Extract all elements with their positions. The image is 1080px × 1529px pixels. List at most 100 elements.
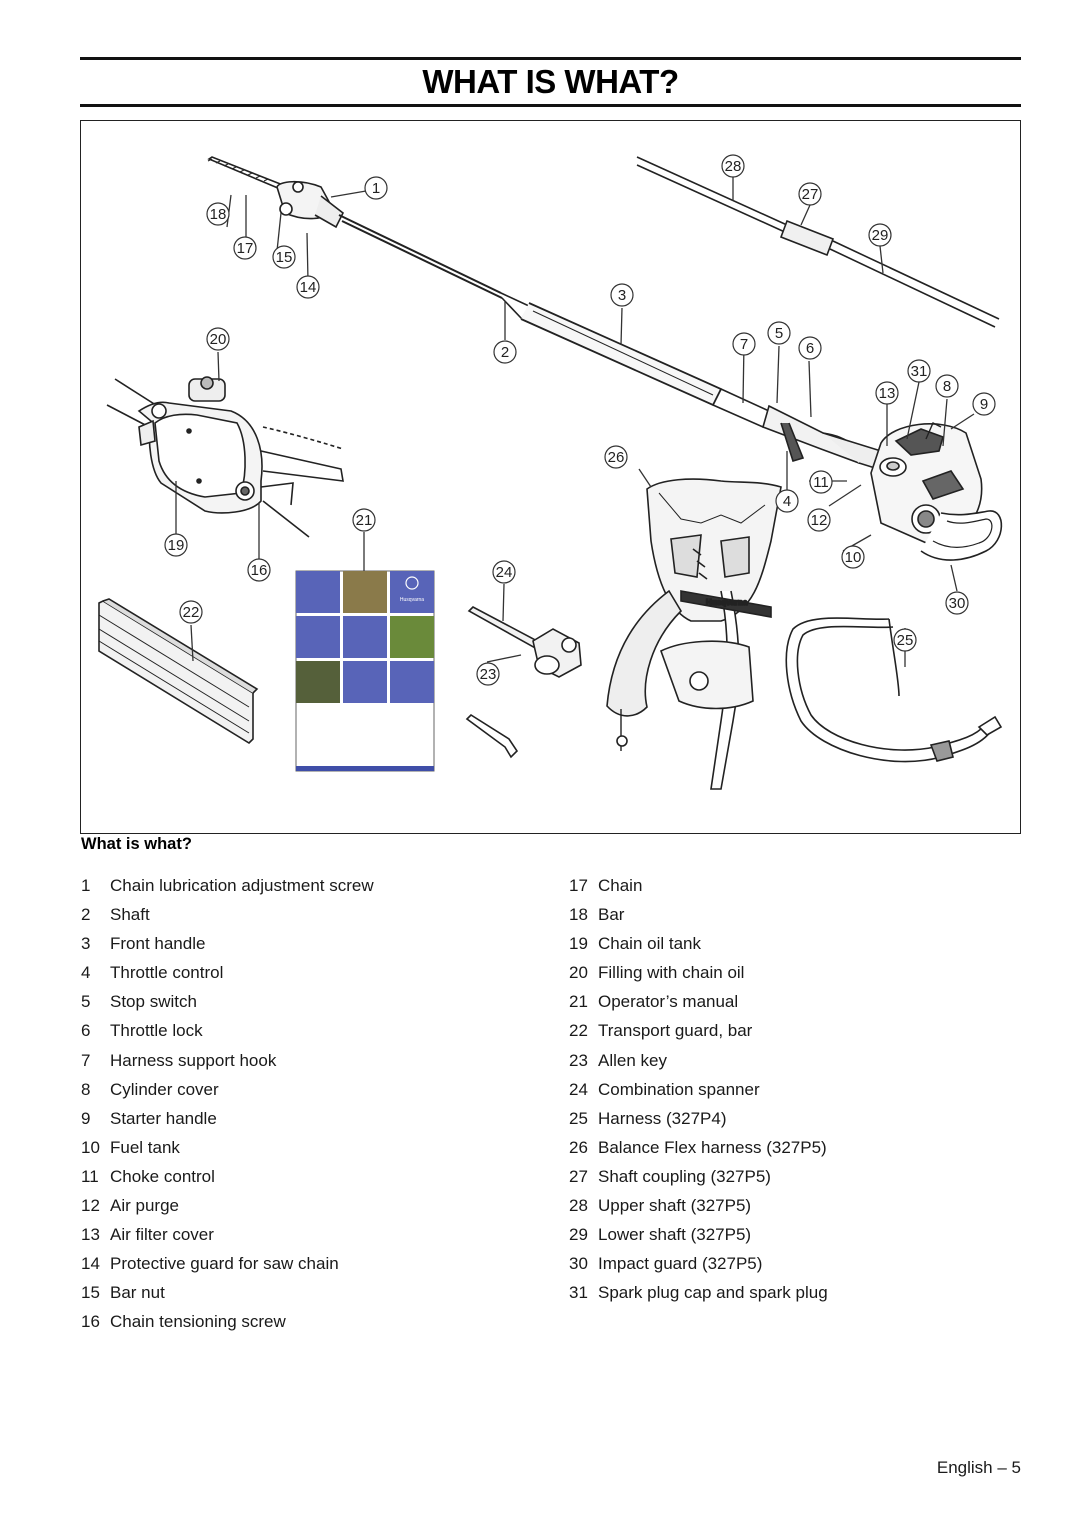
legend-item-number: 19 bbox=[569, 934, 588, 954]
legend-item-label: Starter handle bbox=[110, 1108, 217, 1128]
callout-25-label: 25 bbox=[897, 632, 914, 649]
callout-16-label: 16 bbox=[251, 562, 268, 579]
callout-16: 16 bbox=[247, 558, 271, 582]
callout-22-label: 22 bbox=[183, 604, 200, 621]
page-title: WHAT IS WHAT? bbox=[422, 63, 679, 100]
legend-item-label: Bar bbox=[598, 905, 625, 925]
legend-item: 18 Bar bbox=[569, 900, 828, 929]
callout-10: 10 bbox=[841, 545, 865, 569]
legend-item-number: 3 bbox=[81, 934, 91, 954]
figure-caption: What is what? bbox=[81, 835, 192, 853]
callout-8-label: 8 bbox=[943, 378, 951, 395]
callout-11: 11 bbox=[809, 470, 833, 494]
legend-item-number: 7 bbox=[81, 1050, 91, 1070]
legend-item-number: 10 bbox=[81, 1137, 100, 1157]
legend-item-label: Air filter cover bbox=[110, 1225, 214, 1245]
legend-item-number: 12 bbox=[81, 1196, 100, 1216]
callout-25: 25 bbox=[893, 628, 917, 652]
callout-17-label: 17 bbox=[237, 240, 254, 257]
callout-5-label: 5 bbox=[775, 325, 783, 342]
callout-17: 17 bbox=[233, 236, 257, 260]
callout-14: 14 bbox=[296, 275, 320, 299]
shaft-extension-drawing bbox=[636, 156, 1000, 328]
callout-24-label: 24 bbox=[496, 564, 513, 581]
callout-26-label: 26 bbox=[608, 449, 625, 466]
tools-drawing bbox=[465, 606, 582, 759]
legend-item-number: 6 bbox=[81, 1021, 91, 1041]
legend-item-number: 30 bbox=[569, 1254, 588, 1274]
manual-logo-text: Husqvarna bbox=[400, 597, 424, 603]
legend-item-number: 26 bbox=[569, 1137, 588, 1157]
callout-14-label: 14 bbox=[300, 279, 317, 296]
callout-19-label: 19 bbox=[168, 537, 185, 554]
legend-item-number: 14 bbox=[81, 1254, 100, 1274]
saw-head-closeup-drawing bbox=[106, 376, 344, 538]
legend-item-number: 5 bbox=[81, 992, 91, 1012]
callout-20-label: 20 bbox=[210, 331, 227, 348]
legend-item-label: Lower shaft (327P5) bbox=[598, 1225, 752, 1245]
callout-2-label: 2 bbox=[501, 344, 509, 361]
top-rule bbox=[80, 57, 1021, 60]
callout-18-label: 18 bbox=[210, 206, 227, 223]
legend-item-number: 24 bbox=[569, 1079, 588, 1099]
callout-11-label: 11 bbox=[813, 474, 829, 491]
parts-illustration-svg: Husqvarna Husqvarna bbox=[98, 154, 1003, 790]
callout-13-label: 13 bbox=[879, 385, 896, 402]
legend-item-number: 8 bbox=[81, 1079, 91, 1099]
legend-item-label: Balance Flex harness (327P5) bbox=[598, 1137, 827, 1157]
callout-9-label: 9 bbox=[980, 396, 988, 413]
callout-30: 30 bbox=[945, 591, 969, 615]
pole-saw-drawing bbox=[207, 156, 1003, 561]
callout-29: 29 bbox=[868, 223, 892, 247]
legend-item-number: 2 bbox=[81, 905, 91, 925]
legend-item-number: 18 bbox=[569, 905, 588, 925]
legend-item-label: Throttle control bbox=[110, 963, 224, 983]
legend-item-label: Filling with chain oil bbox=[598, 963, 745, 983]
legend-item: 19 Chain oil tank bbox=[569, 929, 828, 958]
legend-item: 9 Starter handle bbox=[81, 1104, 374, 1133]
legend-item-label: Impact guard (327P5) bbox=[598, 1254, 763, 1274]
callout-26: 26 bbox=[604, 445, 628, 469]
legend-item-label: Harness support hook bbox=[110, 1050, 277, 1070]
callout-28: 28 bbox=[721, 154, 745, 178]
callout-8: 8 bbox=[935, 374, 959, 398]
callout-31-label: 31 bbox=[911, 363, 928, 380]
callout-3: 3 bbox=[610, 283, 634, 307]
legend-item-label: Protective guard for saw chain bbox=[110, 1254, 339, 1274]
legend-item-number: 20 bbox=[569, 963, 588, 983]
callout-23: 23 bbox=[476, 662, 500, 686]
legend-item-label: Chain oil tank bbox=[598, 934, 702, 954]
legend-item-label: Allen key bbox=[598, 1050, 667, 1070]
harness-327p4-drawing bbox=[785, 617, 1003, 763]
legend-item-number: 9 bbox=[81, 1108, 91, 1128]
legend-item: 7 Harness support hook bbox=[81, 1046, 374, 1075]
callout-21: 21 bbox=[352, 508, 376, 532]
callout-5: 5 bbox=[767, 321, 791, 345]
legend-item-number: 27 bbox=[569, 1166, 588, 1186]
callout-24: 24 bbox=[492, 560, 516, 584]
callout-7-label: 7 bbox=[740, 336, 748, 353]
legend-item-number: 16 bbox=[81, 1312, 100, 1332]
legend-item-number: 22 bbox=[569, 1021, 588, 1041]
legend-item-label: Choke control bbox=[110, 1166, 215, 1186]
callout-7: 7 bbox=[732, 332, 756, 356]
callout-27: 27 bbox=[798, 182, 822, 206]
legend-item-label: Chain lubrication adjustment screw bbox=[110, 876, 374, 895]
callout-23-label: 23 bbox=[480, 666, 497, 683]
callout-10-label: 10 bbox=[845, 549, 862, 566]
